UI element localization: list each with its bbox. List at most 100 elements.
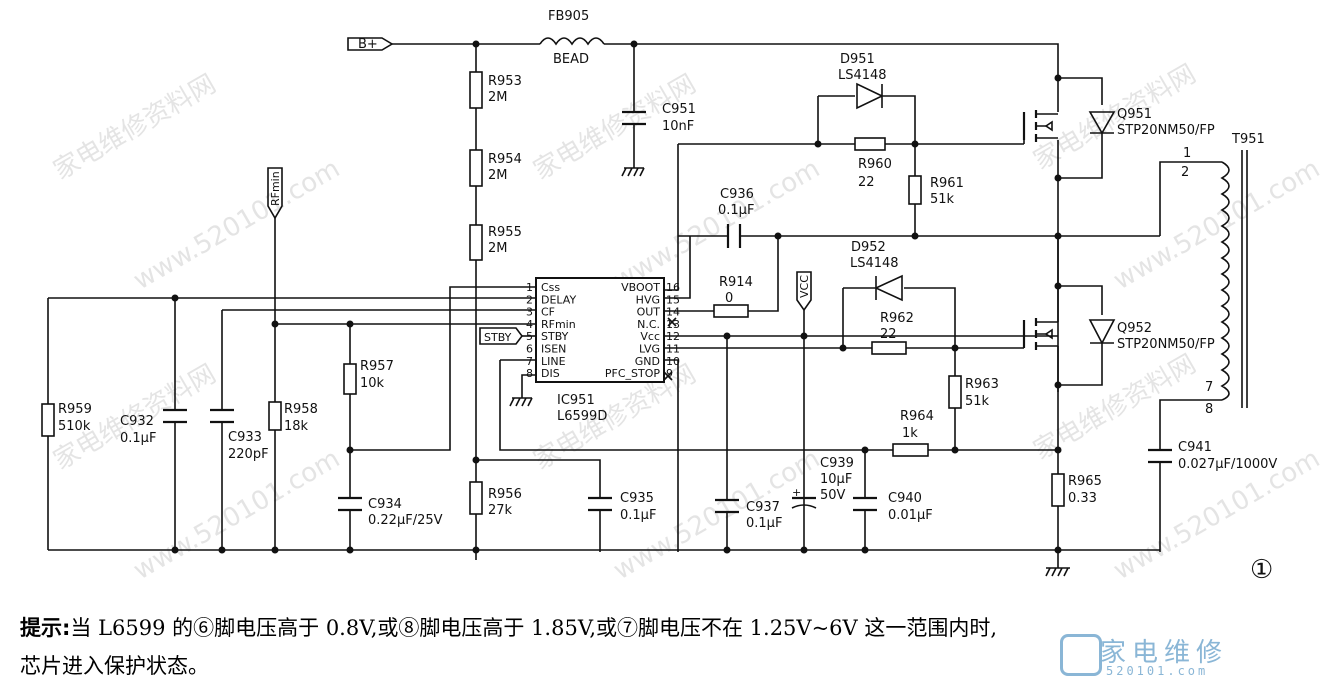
r958-value: 18k <box>284 419 309 434</box>
r958-resistor: R958 18k <box>268 401 318 434</box>
ic-pin-right-label: OUT <box>637 306 661 319</box>
r961-label: R961 <box>930 176 964 191</box>
watermark-url: www.520101.com <box>129 444 346 586</box>
q951-mosfet: Q951 STP20NM50/FP <box>1022 107 1215 142</box>
q952-value: STP20NM50/FP <box>1117 337 1215 352</box>
c937-value: 0.1μF <box>746 516 782 531</box>
ic-pin-left-label: STBY <box>541 330 569 343</box>
c939-value-cap: 10μF <box>820 472 852 487</box>
c939-capacitor: + C939 10μF 50V <box>791 456 854 509</box>
c936-value: 0.1μF <box>718 203 754 218</box>
c932-capacitor: C932 0.1μF <box>120 408 187 446</box>
t951-pin8: 8 <box>1205 402 1213 417</box>
r954-label: R954 <box>488 152 522 167</box>
r962-value: 22 <box>880 327 897 342</box>
ic951-label: IC951 <box>557 393 595 408</box>
ic-pin-left-label: DIS <box>541 367 560 380</box>
ground-symbol <box>1045 567 1070 577</box>
r954-value: 2M <box>488 168 508 183</box>
t951-label: T951 <box>1231 132 1265 147</box>
d952-diode: D952 LS4148 <box>850 240 903 302</box>
t951-pin1: 1 <box>1183 146 1191 161</box>
d951-label: D951 <box>840 52 875 67</box>
rfmin-label: RFmin <box>269 171 282 206</box>
ic-pin-right-number: 14 <box>666 306 680 319</box>
q952-mosfet: Q952 STP20NM50/FP <box>1022 286 1215 385</box>
t951-transformer: T951 1 2 7 8 <box>1181 132 1265 417</box>
c935-value: 0.1μF <box>620 508 656 523</box>
r955-label: R955 <box>488 225 522 240</box>
logo-url: 520101.com <box>1106 664 1209 678</box>
note-paragraph: 提示:当 L6599 的⑥脚电压高于 0.8V,或⑧脚电压高于 1.85V,或⑦… <box>20 606 1330 650</box>
stby-label: STBY <box>484 331 512 344</box>
logo-mark-icon <box>1060 634 1102 676</box>
ic-pin-left-number: 4 <box>526 318 533 331</box>
ground-symbol <box>509 397 533 407</box>
ic-pin-left-number: 7 <box>526 355 533 368</box>
r960-label: R960 <box>858 157 892 172</box>
r960-resistor: R960 22 <box>854 137 892 190</box>
c941-capacitor: C941 0.027μF/1000V <box>1148 440 1277 472</box>
r965-label: R965 <box>1068 474 1102 489</box>
c936-capacitor: C936 0.1μF <box>718 187 754 248</box>
c951-value: 10nF <box>662 119 694 134</box>
c935-capacitor: C935 0.1μF <box>588 491 656 523</box>
r964-label: R964 <box>900 409 934 424</box>
ic-pin-right-number: 15 <box>666 293 680 306</box>
ic-pin-right-label: PFC_STOP <box>605 367 661 380</box>
r914-label: R914 <box>719 275 753 290</box>
ic951-chip: IC951 L6599D Css1DELAY2CF3RFmin4STBY5ISE… <box>526 277 680 424</box>
watermark-cn: 家电维修资料网 <box>1029 59 1202 176</box>
r956-value: 27k <box>488 503 513 518</box>
c951-capacitor: C951 10nF <box>621 102 696 177</box>
r914-resistor: R914 0 <box>713 275 753 318</box>
ic-pin-right-label: VBOOT <box>621 281 660 294</box>
ic-pin-right-number: 10 <box>666 355 680 368</box>
ic951-part: L6599D <box>557 409 607 424</box>
c940-label: C940 <box>888 491 922 506</box>
note-prefix: 提示: <box>20 616 71 640</box>
c939-value-volt: 50V <box>820 488 846 503</box>
c932-value: 0.1μF <box>120 431 156 446</box>
ic-pin-left-number: 3 <box>526 306 533 319</box>
note-text: 当 L6599 的⑥脚电压高于 0.8V,或⑧脚电压高于 1.85V,或⑦脚电压… <box>70 616 998 640</box>
ic-pin-right-label: HVG <box>636 293 660 306</box>
nc-mark-pin9 <box>663 371 673 381</box>
vcc-label: VCC <box>798 275 811 298</box>
bplus-label: B+ <box>358 37 378 52</box>
ic-pin-right-label: N.C. <box>637 318 660 331</box>
r962-label: R962 <box>880 311 914 326</box>
ic-pin-right-number: 13 <box>666 318 680 331</box>
vcc-test-point: VCC <box>796 271 812 312</box>
c932-label: C932 <box>120 414 154 429</box>
ic-pin-left-label: RFmin <box>541 318 576 331</box>
r954-resistor: R954 2M <box>469 149 522 187</box>
c937-label: C937 <box>746 500 780 515</box>
r964-value: 1k <box>902 426 918 441</box>
c933-capacitor: C933 220pF <box>210 408 269 462</box>
c935-label: C935 <box>620 491 654 506</box>
r955-resistor: R955 2M <box>469 224 522 261</box>
d951-diode: D951 LS4148 <box>838 52 887 110</box>
r957-value: 10k <box>360 376 385 391</box>
r959-value: 510k <box>58 419 91 434</box>
ic-pin-right-number: 16 <box>666 281 680 294</box>
c939-polarity-plus: + <box>792 486 801 499</box>
ic-pin-left-number: 5 <box>526 330 533 343</box>
watermark-url: www.520101.com <box>129 154 346 296</box>
c936-label: C936 <box>720 187 754 202</box>
ic-pin-left-label: ISEN <box>541 343 566 356</box>
c934-label: C934 <box>368 497 402 512</box>
c933-value: 220pF <box>228 447 269 462</box>
note-line-2: 芯片进入保护状态。 <box>20 654 209 678</box>
q952-label: Q952 <box>1117 321 1152 336</box>
c940-value: 0.01μF <box>888 508 933 523</box>
r957-label: R957 <box>360 359 394 374</box>
stby-input: STBY <box>479 327 536 345</box>
r963-resistor: R963 51k <box>948 375 999 409</box>
rfmin-test-point: RFmin <box>267 167 283 220</box>
fb905-bead: FB905 BEAD <box>539 9 605 67</box>
c934-value: 0.22μF/25V <box>368 513 443 528</box>
c941-label: C941 <box>1178 440 1212 455</box>
